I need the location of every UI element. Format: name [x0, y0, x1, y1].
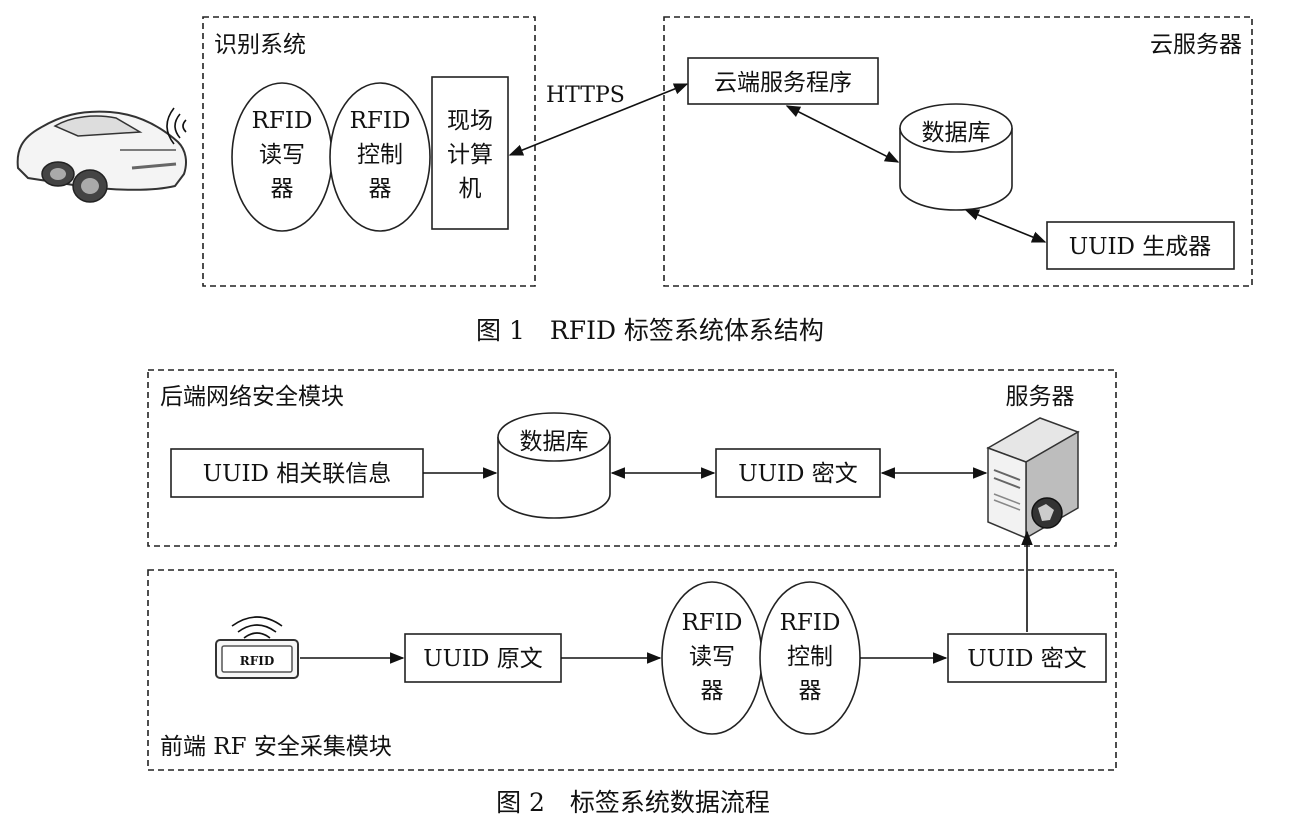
frontend-reader-label-3: 器 [701, 678, 724, 704]
rfid-controller-label-3: 器 [369, 176, 392, 202]
onsite-computer-label-1: 现场 [447, 108, 493, 134]
frontend-rfid-controller-node: RFID 控制 器 [759, 581, 861, 735]
rfid-reader-label-3: 器 [271, 176, 294, 202]
wireless-signal-icon [166, 107, 187, 145]
frontend-reader-label-1: RFID [682, 610, 743, 636]
rfid-controller-node: RFID 控制 器 [329, 82, 431, 232]
rfid-tag-text: RFID [240, 654, 275, 668]
cloud-database-label: 数据库 [922, 120, 991, 146]
backend-module-title: 后端网络安全模块 [160, 384, 344, 410]
uuid-related-info-node: UUID 相关联信息 [170, 448, 424, 498]
figure1-caption: 图 1 RFID 标签系统体系结构 [476, 316, 824, 345]
uuid-plaintext-node: UUID 原文 [404, 633, 562, 683]
recognition-system-title: 识别系统 [214, 32, 306, 58]
frontend-module-group [147, 569, 1117, 771]
backend-uuid-cipher-label: UUID 密文 [738, 461, 858, 487]
https-link-arrow [508, 83, 689, 156]
database-generator-arrow [964, 209, 1047, 243]
server-icon [986, 417, 1080, 540]
frontend-uuid-cipher-node: UUID 密文 [947, 633, 1107, 683]
figure2-caption: 图 2 标签系统数据流程 [496, 788, 770, 817]
car-icon [16, 110, 187, 203]
rfid-controller-label-2: 控制 [357, 142, 403, 168]
rfid-reader-label-2: 读写 [259, 142, 305, 168]
backend-database-node: 数据库 [497, 412, 611, 519]
frontend-controller-label-3: 器 [799, 678, 822, 704]
server-label: 服务器 [1006, 384, 1075, 410]
figure1: 识别系统 RFID 读写 器 RFID 控制 器 现场 计算 机 HTTPS 云… [16, 16, 1253, 345]
frontend-uuid-cipher-label: UUID 密文 [967, 646, 1087, 672]
rfid-reader-node: RFID 读写 器 [231, 82, 333, 232]
rfid-controller-label-1: RFID [350, 108, 411, 134]
https-label: HTTPS [546, 83, 625, 108]
figure2: 后端网络安全模块 UUID 相关联信息 数据库 UUID 密文 服务器 [147, 369, 1117, 817]
onsite-computer-node: 现场 计算 机 [431, 76, 509, 230]
recognition-system-group [202, 16, 536, 287]
uuid-generator-label: UUID 生成器 [1069, 234, 1212, 260]
cloud-database-node: 数据库 [899, 103, 1013, 211]
frontend-rfid-reader-node: RFID 读写 器 [661, 581, 763, 735]
onsite-computer-label-2: 计算 [447, 142, 493, 168]
backend-uuid-cipher-node: UUID 密文 [715, 448, 881, 498]
frontend-reader-label-2: 读写 [689, 644, 735, 670]
rfid-tag-icon: RFID [215, 616, 299, 679]
uuid-generator-node: UUID 生成器 [1046, 221, 1235, 270]
onsite-computer-label-3: 机 [459, 176, 482, 202]
backend-database-label: 数据库 [520, 429, 589, 455]
uuid-related-info-label: UUID 相关联信息 [203, 461, 392, 487]
cloud-service-program-label: 云端服务程序 [714, 70, 852, 96]
cloud-service-program-node: 云端服务程序 [687, 57, 879, 105]
service-database-arrow [785, 105, 900, 163]
cloud-server-group [663, 16, 1253, 287]
backend-module-group [147, 369, 1117, 547]
frontend-controller-label-2: 控制 [787, 644, 833, 670]
rfid-reader-label-1: RFID [252, 108, 313, 134]
frontend-controller-label-1: RFID [780, 610, 841, 636]
cloud-server-title: 云服务器 [1150, 32, 1242, 58]
uuid-plaintext-label: UUID 原文 [423, 646, 543, 672]
frontend-module-title: 前端 RF 安全采集模块 [160, 734, 392, 760]
